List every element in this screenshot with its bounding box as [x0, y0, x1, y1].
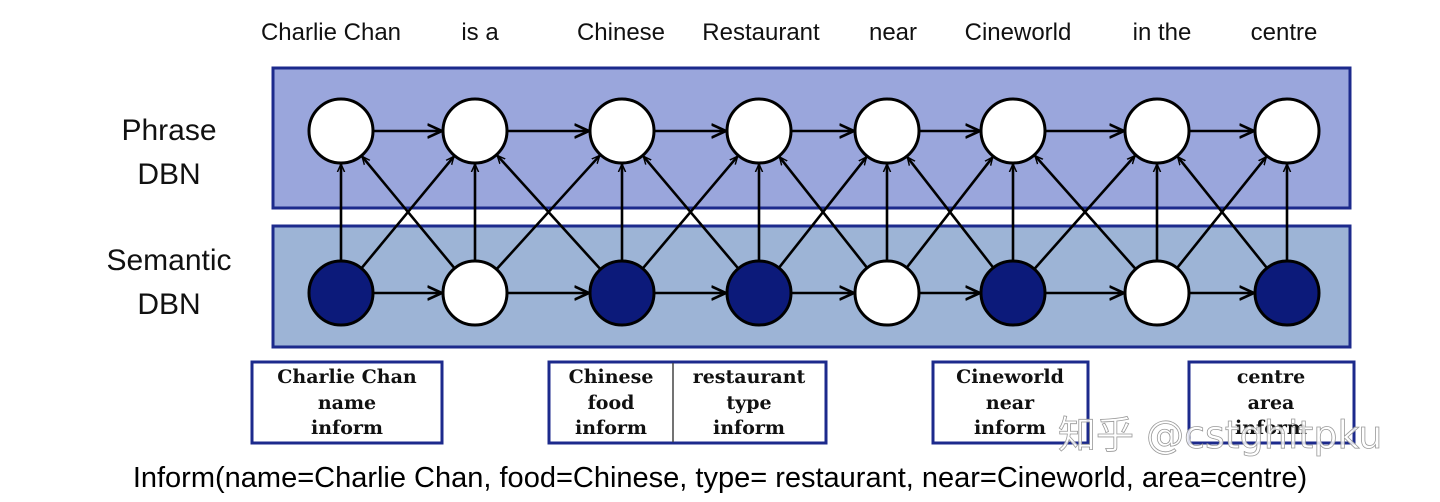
- word-3: Chinese: [577, 19, 665, 46]
- edge-diag-up-left-4: [779, 157, 869, 269]
- phrase-node-4: [725, 97, 793, 165]
- slot-box-1-slot: name: [318, 392, 376, 414]
- word-6: Cineworld: [965, 19, 1072, 46]
- phrase-node-1: [307, 97, 375, 165]
- slot-box-2-act: inform: [575, 417, 647, 439]
- phrase-node-7: [1123, 97, 1191, 165]
- semantic-node-8: [1253, 259, 1321, 327]
- slot-box-4: Cineworld near inform: [931, 360, 1090, 445]
- slot-box-4-slot: near: [986, 392, 1035, 414]
- slot-box-1-act: inform: [311, 417, 383, 439]
- slot-box-3-act: inform: [713, 417, 785, 439]
- semantic-node-3: [588, 259, 656, 327]
- dbn-nodes: [307, 97, 1321, 327]
- zhihu-watermark: 知乎 @cstghitpku: [1058, 413, 1382, 457]
- phrase-node-6: [979, 97, 1047, 165]
- slot-box-2: Chinese food inform restaurant type info…: [547, 360, 828, 445]
- phrase-node-2: [441, 97, 509, 165]
- phrase-label-line1: Phrase: [121, 114, 216, 147]
- sentence-words: Charlie Chan is a Chinese Restaurant nea…: [261, 19, 1317, 46]
- edge-diag-up-left-7: [1178, 157, 1268, 269]
- edge-diag-up-left-5: [907, 157, 995, 269]
- semantic-node-7: [1123, 259, 1191, 327]
- slot-box-4-value: Cineworld: [956, 366, 1064, 388]
- word-5: near: [869, 19, 917, 46]
- dialogue-act-formula: Inform(name=Charlie Chan, food=Chinese, …: [133, 462, 1307, 494]
- slot-box-1-value: Charlie Chan: [277, 366, 417, 388]
- semantic-node-2: [441, 259, 509, 327]
- word-8: centre: [1251, 19, 1318, 46]
- semantic-label-line1: Semantic: [106, 244, 231, 277]
- slot-box-5: centre area inform: [1187, 360, 1356, 445]
- edge-diag-up-left-1: [362, 156, 456, 270]
- word-4: Restaurant: [702, 19, 820, 46]
- slot-box-5-value: centre: [1237, 366, 1305, 388]
- semantic-label-line2: DBN: [137, 288, 200, 321]
- slot-box-2-slot: food: [588, 392, 635, 414]
- slot-box-1: Charlie Chan name inform: [250, 360, 444, 445]
- edge-diag-up-left-3: [643, 156, 740, 270]
- slot-box-3-value: restaurant: [693, 366, 806, 388]
- slot-box-5-act: inform: [1235, 417, 1307, 439]
- word-2: is a: [461, 19, 499, 46]
- dbn-edges: [341, 131, 1287, 293]
- semantic-node-1: [307, 259, 375, 327]
- semantic-node-4: [725, 259, 793, 327]
- semantic-node-6: [979, 259, 1047, 327]
- slot-box-5-slot: area: [1248, 392, 1295, 414]
- word-1: Charlie Chan: [261, 19, 401, 46]
- slot-box-4-act: inform: [974, 417, 1046, 439]
- slot-box-3-slot: type: [726, 392, 771, 414]
- edge-diag-up-left-2: [497, 155, 602, 271]
- semantic-node-5: [853, 259, 921, 327]
- phrase-label-line2: DBN: [137, 158, 200, 191]
- edge-diag-up-left-6: [1035, 156, 1137, 270]
- word-7: in the: [1133, 19, 1192, 46]
- phrase-node-5: [853, 97, 921, 165]
- phrase-node-8: [1253, 97, 1321, 165]
- slot-box-2-value: Chinese: [569, 366, 654, 388]
- phrase-node-3: [588, 97, 656, 165]
